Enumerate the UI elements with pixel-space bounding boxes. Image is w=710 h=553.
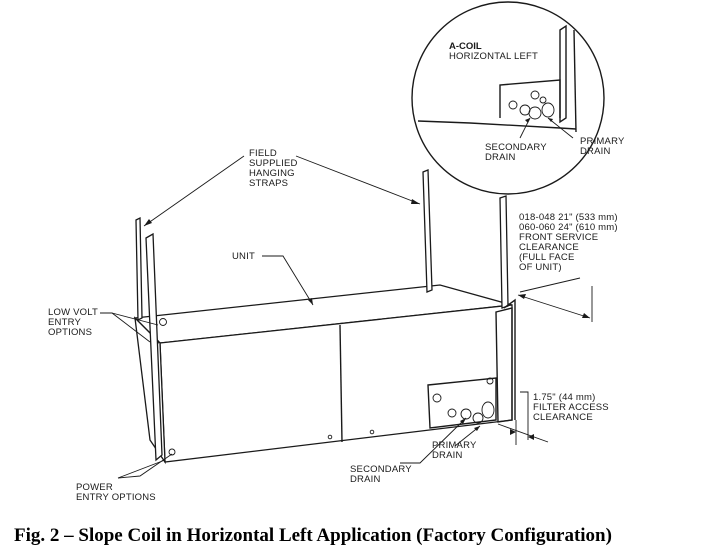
power-leader-b <box>117 453 173 479</box>
labels: FIELD SUPPLIED HANGING STRAPS UNIT LOW V… <box>48 148 618 503</box>
strap-right <box>499 195 509 309</box>
unit-leader <box>262 255 314 306</box>
straps-label-1: FIELD <box>249 148 277 159</box>
straps-label-2: SUPPLIED <box>249 158 298 169</box>
filter-dim <box>497 423 549 443</box>
inset-panel <box>499 79 561 118</box>
front-clearance-3: FRONT SERVICE <box>519 232 598 243</box>
inset-primary-leader <box>547 117 574 139</box>
low-volt-label-1: LOW VOLT <box>48 307 98 318</box>
power-label-1: POWER <box>76 482 113 493</box>
straps-label-4: STRAPS <box>249 178 288 189</box>
front-clearance-2: 060-060 24" (610 mm) <box>519 222 618 233</box>
clearance-leader <box>519 277 581 293</box>
inset-primary-label-1: PRIMARY <box>580 136 625 147</box>
straps-leader-left <box>143 155 245 227</box>
inset-detail: A-COIL HORIZONTAL LEFT SECONDARY DRAIN P… <box>411 1 625 195</box>
inset-fitting <box>530 90 540 100</box>
front-clearance-4: CLEARANCE <box>519 242 579 253</box>
figure-caption: Fig. 2 – Slope Coil in Horizontal Left A… <box>14 525 612 546</box>
leaders <box>100 155 593 479</box>
filter-access-panel <box>495 307 513 423</box>
secondary-drain-label-2: DRAIN <box>350 474 381 485</box>
power-knockout <box>168 448 176 456</box>
inset-title: A-COIL <box>449 41 482 52</box>
secondary-drain-label-1: SECONDARY <box>350 464 412 475</box>
unit-label: UNIT <box>232 251 255 262</box>
power-leader-a <box>117 459 166 479</box>
strap-right-edge <box>503 298 516 420</box>
strap-left-front <box>145 232 163 462</box>
inset-circle <box>411 1 605 195</box>
inset-strap-edge <box>573 29 577 133</box>
front-clearance-6: OF UNIT) <box>519 262 562 273</box>
hanging-straps <box>135 169 516 462</box>
low-volt-leader-b <box>111 312 159 326</box>
inset-secondary-label-2: DRAIN <box>485 152 516 163</box>
filter-clearance-1: 1.75" (44 mm) <box>533 392 595 403</box>
coil-panel <box>427 377 497 429</box>
inset-strap <box>559 24 567 124</box>
strap-mid-rear <box>422 169 433 293</box>
inset-secondary-label-1: SECONDARY <box>485 142 547 153</box>
panel-divider <box>339 324 343 443</box>
primary-drain-label-1: PRIMARY <box>432 440 477 451</box>
strap-left-rear <box>135 216 143 322</box>
filter-clearance-2: FILTER ACCESS <box>533 402 609 413</box>
low-volt-knockout <box>159 318 167 326</box>
low-volt-label-2: ENTRY <box>48 317 81 328</box>
unit-cabinet <box>133 284 513 465</box>
filter-leader <box>520 391 529 440</box>
straps-label-3: HANGING <box>249 168 295 179</box>
secondary-drain-leader <box>400 417 467 464</box>
inset-subtitle: HORIZONTAL LEFT <box>449 51 538 62</box>
inset-base-edge <box>417 120 577 130</box>
front-clearance-1: 018-048 21" (533 mm) <box>519 212 618 223</box>
straps-leader-right <box>295 155 421 205</box>
power-label-2: ENTRY OPTIONS <box>76 492 156 503</box>
primary-drain-label-2: DRAIN <box>432 450 463 461</box>
filter-clearance-3: CLEARANCE <box>533 412 593 423</box>
front-clearance-5: (FULL FACE <box>519 252 575 263</box>
low-volt-label-3: OPTIONS <box>48 327 92 338</box>
inset-primary-label-2: DRAIN <box>580 146 611 157</box>
front-clearance-arrow <box>517 294 591 319</box>
